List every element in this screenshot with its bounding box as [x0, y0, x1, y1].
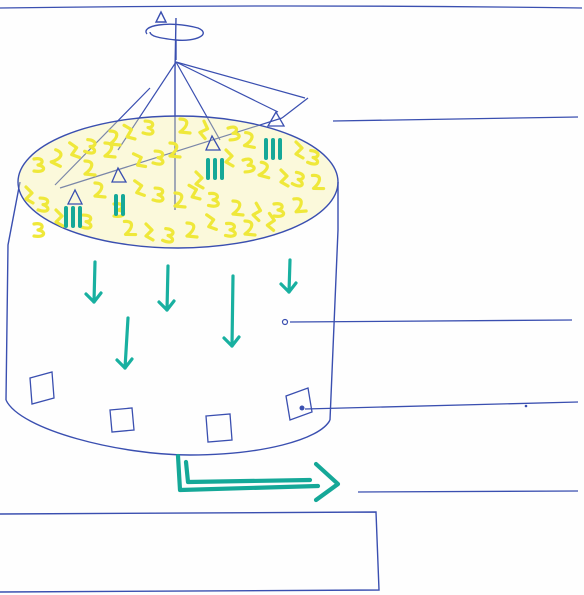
tank-windows	[30, 372, 312, 442]
sensor-dot-mid	[283, 320, 288, 325]
down-arrow-icon	[281, 260, 296, 292]
down-arrow-icon	[159, 266, 174, 310]
down-arrow-icon	[117, 318, 132, 368]
down-arrow-group	[86, 260, 296, 368]
down-arrow-icon	[224, 276, 239, 346]
leader-line-mid	[290, 320, 572, 322]
right-arrow-icon	[178, 456, 338, 500]
leader-line-outlet	[358, 491, 578, 492]
down-arrow-icon	[86, 262, 101, 302]
particle-squiggle	[34, 224, 44, 237]
base-platform	[0, 512, 379, 592]
liquid-surface	[18, 116, 338, 248]
top-border-line	[0, 6, 582, 8]
rotation-arrow-icon	[146, 12, 203, 60]
leader-dot-small	[525, 405, 528, 408]
leader-line-top	[333, 117, 578, 121]
sensor-dot-low	[300, 406, 305, 411]
leader-line-lower	[305, 402, 578, 409]
